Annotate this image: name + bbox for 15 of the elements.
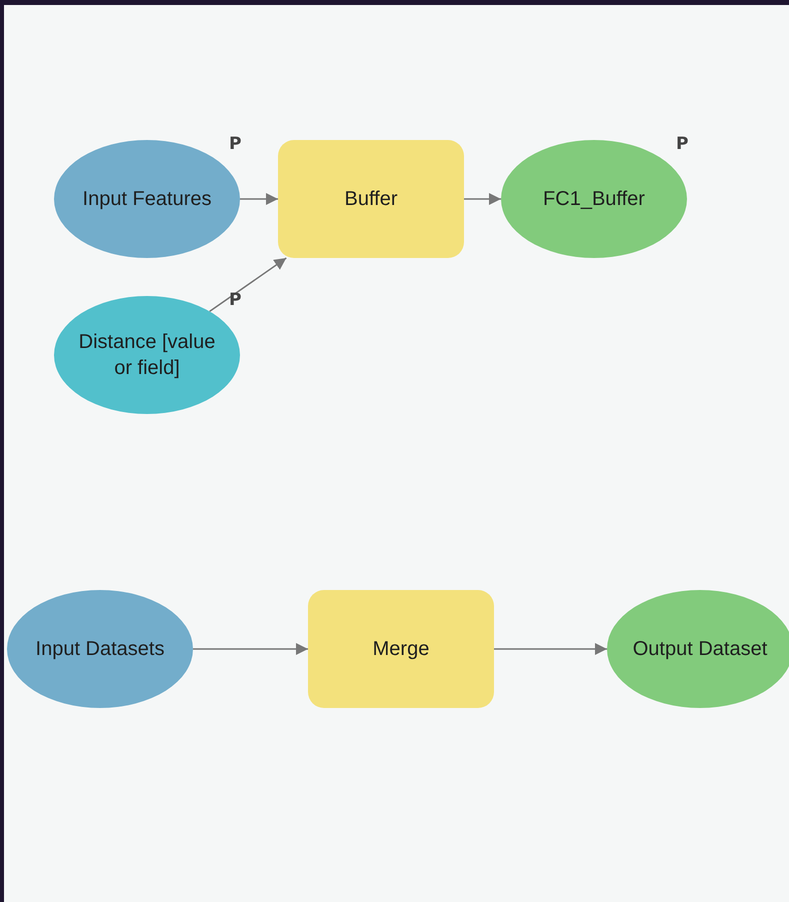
node-label: Input Features [82,187,212,212]
arrow [193,643,308,655]
arrow [464,193,501,205]
parameter-marker: P [676,134,688,154]
arrow [240,193,278,205]
node-label: Distance [value or field] [78,330,216,381]
node-label: Input Datasets [34,637,166,662]
node-label: Buffer [344,187,398,212]
parameter-marker: P [229,290,242,310]
parameter-marker: P [229,134,242,154]
arrow [494,643,607,655]
node-label: FC1_Buffer [542,187,646,212]
node-label: Output Dataset [632,637,768,662]
node-label: Merge [372,637,430,662]
arrow [209,257,287,312]
